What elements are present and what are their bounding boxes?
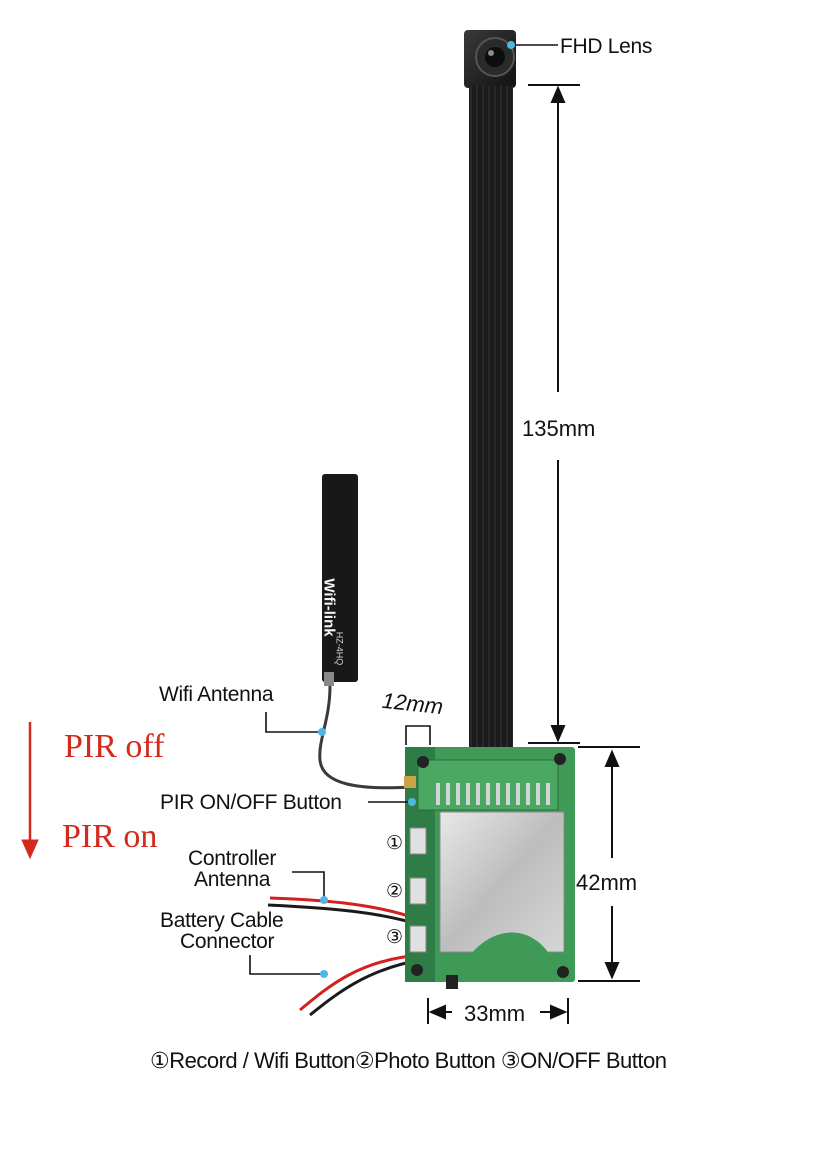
lens-label: FHD Lens <box>560 35 653 58</box>
board-height-label: 42mm <box>576 870 638 895</box>
controller-antenna-label-line1: Controller <box>188 847 277 870</box>
wifi-antenna <box>318 474 411 790</box>
pcb-board <box>404 747 575 989</box>
board-width-label: 33mm <box>464 1001 526 1026</box>
wifi-antenna-label: Wifi Antenna <box>159 683 274 706</box>
controller-antenna-callout <box>292 871 328 904</box>
button-marker-1: ① <box>386 832 404 854</box>
battery-connector-label-line2: Connector <box>180 930 275 953</box>
button-legend: ①Record / Wifi Button②Photo Button ③ON/O… <box>150 1048 667 1073</box>
button-marker-2: ② <box>386 880 404 902</box>
board-height-dimension <box>578 746 640 982</box>
antenna-brand-text: Wifi-link <box>320 578 338 637</box>
antenna-width-bracket <box>405 725 431 745</box>
lens-callout <box>507 41 558 49</box>
fhd-lens <box>464 30 516 88</box>
power-wires <box>267 896 421 1017</box>
ribbon-cable <box>469 86 513 756</box>
pir-off-label: PIR off <box>64 728 165 765</box>
pir-arrow <box>21 722 39 860</box>
wifi-antenna-callout <box>265 712 326 736</box>
battery-connector-label-line1: Battery Cable <box>160 909 284 932</box>
button-marker-3: ③ <box>386 926 404 948</box>
pir-button-label: PIR ON/OFF Button <box>160 791 342 814</box>
pir-on-label: PIR on <box>62 818 158 855</box>
cable-length-label: 135mm <box>522 416 596 441</box>
antenna-code-text: HZ-4HQ <box>334 631 345 666</box>
board-width-dimension <box>427 998 569 1024</box>
pir-button-callout <box>368 798 416 806</box>
cable-length-dimension <box>528 84 580 744</box>
battery-connector-callout <box>249 955 328 978</box>
controller-antenna-label-line2: Antenna <box>194 868 271 891</box>
